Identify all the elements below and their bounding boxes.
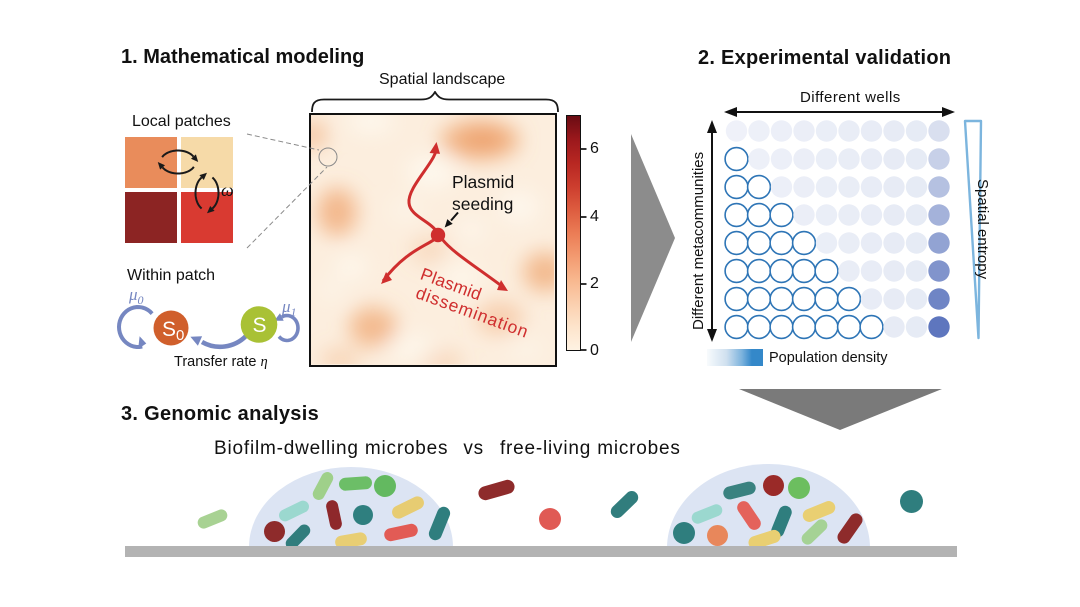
svg-text:S: S [253, 314, 267, 337]
